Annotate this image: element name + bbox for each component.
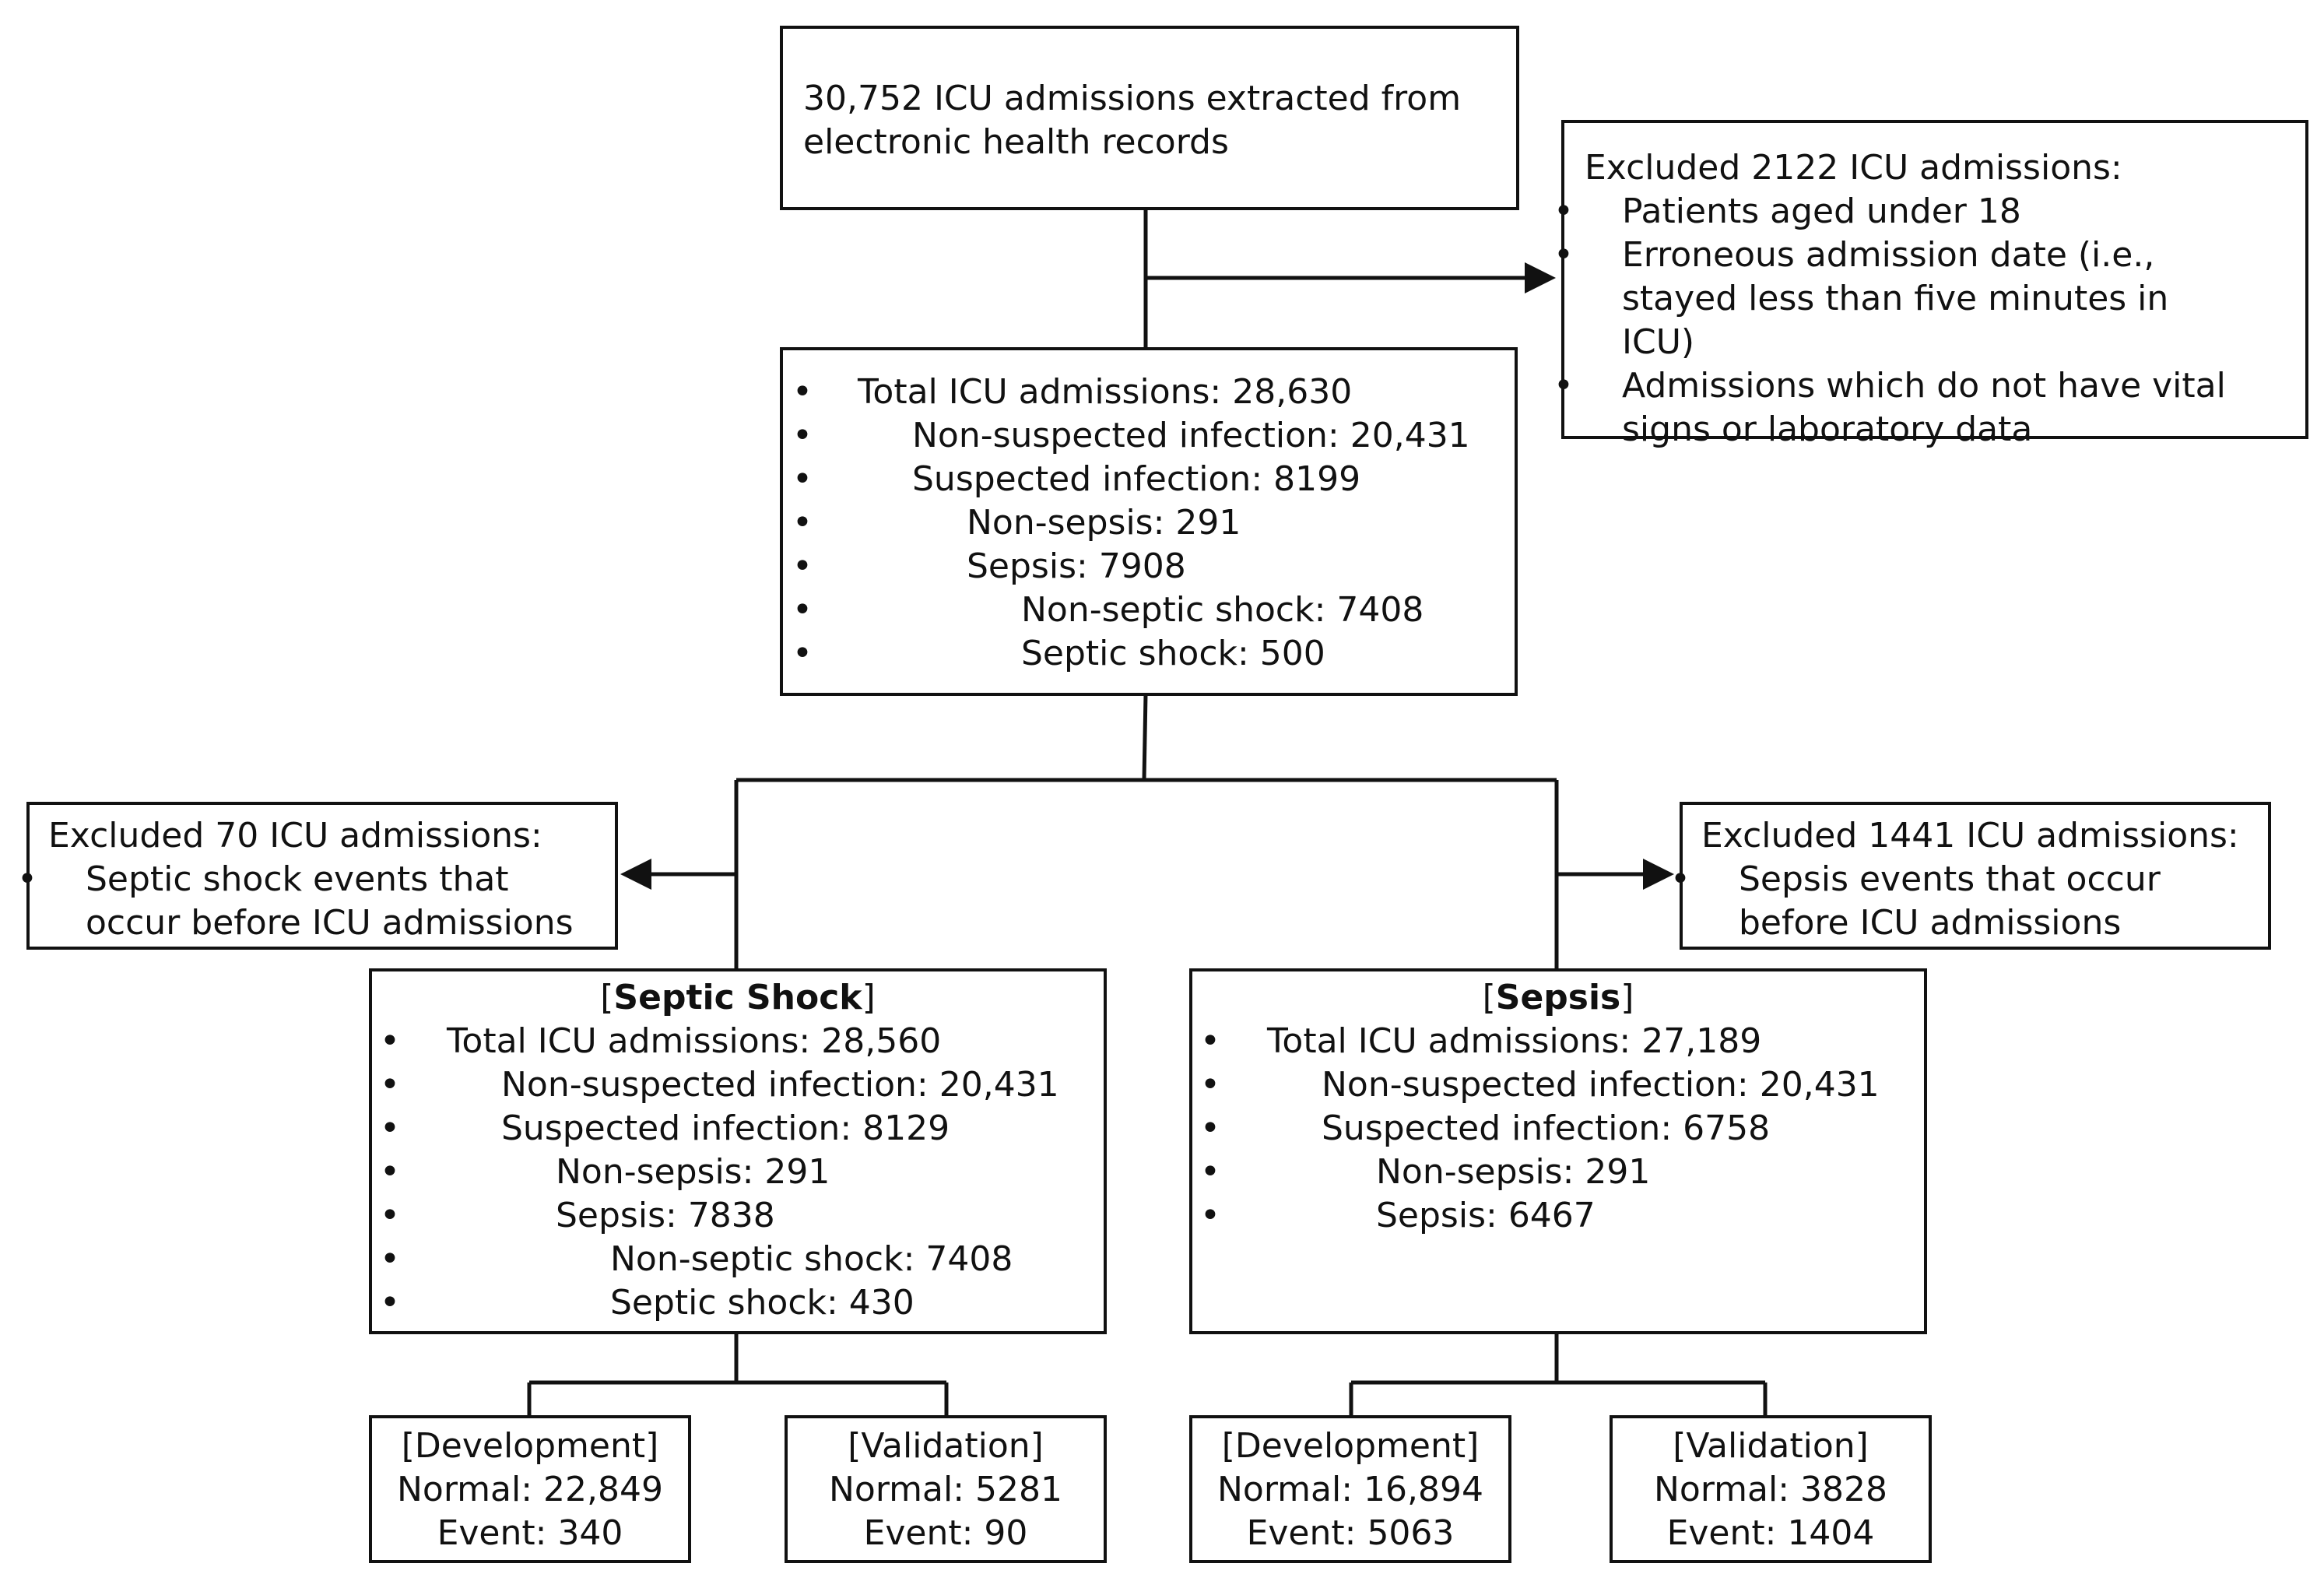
s-item-suspected: Suspected infection: 6758	[1200, 1107, 1916, 1151]
split-label: [Development]	[401, 1426, 659, 1466]
exclusion-initial-item: Admissions which do not have vital signs…	[1553, 364, 2229, 451]
middle-item-sepsis: Sepsis: 7908	[792, 545, 1507, 588]
split-event: Event: 1404	[1666, 1513, 1875, 1553]
exclusion-initial-title: Excluded 2122 ICU admissions:	[1585, 148, 2122, 188]
middle-item-suspected: Suspected infection: 8199	[792, 458, 1507, 501]
exclusion-right-title: Excluded 1441 ICU admissions:	[1701, 816, 2239, 855]
ss-item-non-suspected: Non-suspected infection: 20,431	[380, 1063, 1096, 1107]
exclusion-left-item: Septic shock events that occur before IC…	[17, 858, 584, 945]
exclusion-initial-item: Patients aged under 18	[1553, 190, 2298, 234]
middle-item-non-sepsis: Non-sepsis: 291	[792, 501, 1507, 545]
split-event: Event: 340	[437, 1513, 623, 1553]
septic-shock-cohort-box: [Septic Shock] Total ICU admissions: 28,…	[369, 968, 1107, 1334]
initial-admissions-text: 30,752 ICU admissions extracted from ele…	[803, 79, 1462, 162]
sepsis-cohort-box: [Sepsis] Total ICU admissions: 27,189 No…	[1189, 968, 1927, 1334]
middle-item-septic-shock: Septic shock: 500	[792, 632, 1507, 676]
initial-admissions-box: 30,752 ICU admissions extracted from ele…	[780, 26, 1519, 210]
split-normal: Normal: 16,894	[1217, 1470, 1483, 1509]
split-label: [Validation]	[848, 1426, 1044, 1466]
s-item-non-sepsis: Non-sepsis: 291	[1200, 1151, 1916, 1194]
ss-item-non-sepsis: Non-sepsis: 291	[380, 1151, 1096, 1194]
exclusion-left-title: Excluded 70 ICU admissions:	[48, 816, 542, 855]
connector-middle-down	[1142, 694, 1148, 781]
ss-item-non-septic-shock: Non-septic shock: 7408	[380, 1238, 1096, 1281]
sepsis-development-box: [Development] Normal: 16,894 Event: 5063	[1189, 1415, 1511, 1563]
split-normal: Normal: 5281	[829, 1470, 1062, 1509]
sepsis-title-text: Sepsis	[1495, 978, 1621, 1017]
exclusion-right-item: Sepsis events that occur before ICU admi…	[1670, 858, 2175, 945]
septic-shock-validation-box: [Validation] Normal: 5281 Event: 90	[785, 1415, 1107, 1563]
exclusion-box-septic-shock: Excluded 70 ICU admissions: Septic shock…	[17, 802, 618, 950]
exclusion-box-initial: Excluded 2122 ICU admissions: Patients a…	[1553, 120, 2308, 449]
ss-item-septic-shock: Septic shock: 430	[380, 1281, 1096, 1325]
split-label: [Validation]	[1673, 1426, 1869, 1466]
ss-item-total: Total ICU admissions: 28,560	[380, 1020, 1096, 1063]
septic-shock-development-box: [Development] Normal: 22,849 Event: 340	[369, 1415, 691, 1563]
s-item-total: Total ICU admissions: 27,189	[1200, 1020, 1916, 1063]
s-item-non-suspected: Non-suspected infection: 20,431	[1200, 1063, 1916, 1107]
exclusion-initial-item: Erroneous admission date (i.e., stayed l…	[1553, 234, 2229, 364]
split-label: [Development]	[1221, 1426, 1480, 1466]
split-normal: Normal: 3828	[1654, 1470, 1887, 1509]
split-event: Event: 90	[863, 1513, 1028, 1553]
sepsis-validation-box: [Validation] Normal: 3828 Event: 1404	[1610, 1415, 1932, 1563]
split-normal: Normal: 22,849	[397, 1470, 663, 1509]
ss-item-sepsis: Sepsis: 7838	[380, 1194, 1096, 1238]
s-item-sepsis: Sepsis: 6467	[1200, 1194, 1916, 1238]
middle-item-non-septic-shock: Non-septic shock: 7408	[792, 588, 1507, 632]
sepsis-title: [Sepsis]	[1482, 978, 1634, 1017]
septic-shock-title: [Septic Shock]	[600, 978, 876, 1017]
middle-item-non-suspected: Non-suspected infection: 20,431	[792, 414, 1507, 458]
middle-item-total: Total ICU admissions: 28,630	[792, 371, 1507, 414]
septic-shock-title-text: Septic Shock	[613, 978, 862, 1017]
ss-item-suspected: Suspected infection: 8129	[380, 1107, 1096, 1151]
exclusion-box-sepsis: Excluded 1441 ICU admissions: Sepsis eve…	[1670, 802, 2271, 950]
total-admissions-box: Total ICU admissions: 28,630 Non-suspect…	[780, 347, 1518, 696]
split-event: Event: 5063	[1246, 1513, 1455, 1553]
